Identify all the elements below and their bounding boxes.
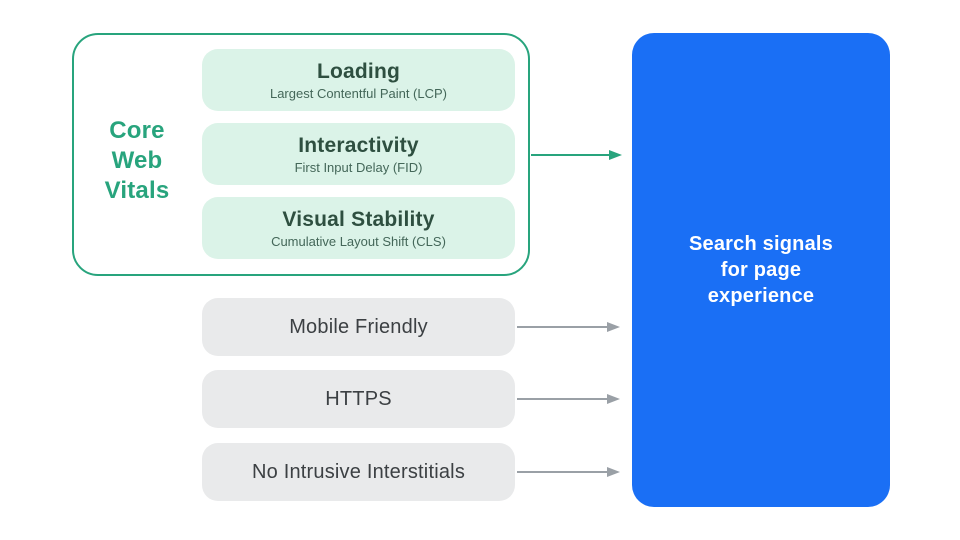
signal-label: No Intrusive Interstitials	[251, 460, 466, 483]
signal-label: HTTPS	[325, 387, 392, 410]
signal-card-mobile-friendly: Mobile Friendly	[202, 298, 515, 356]
signal-card-no-intrusive-interstitials: No Intrusive Interstitials	[202, 443, 515, 501]
vital-subtitle: Cumulative Layout Shift (CLS)	[271, 233, 446, 249]
core-web-vitals-label-line: Vitals	[104, 177, 170, 204]
signal-label: Mobile Friendly	[289, 315, 428, 338]
no-intrusive-interstitials-arrow	[517, 467, 620, 477]
vital-title: Loading	[316, 59, 401, 83]
vital-title: Interactivity	[298, 133, 419, 157]
vital-card-interactivity: Interactivity First Input Delay (FID)	[202, 123, 515, 185]
search-signals-label-line: for page	[720, 259, 802, 281]
search-signals-box: Search signals for page experience	[632, 33, 890, 507]
vital-card-loading: Loading Largest Contentful Paint (LCP)	[202, 49, 515, 111]
mobile-friendly-arrow	[517, 322, 620, 332]
vital-card-visual-stability: Visual Stability Cumulative Layout Shift…	[202, 197, 515, 259]
core-web-vitals-arrow	[531, 150, 622, 160]
signal-card-https: HTTPS	[202, 370, 515, 428]
vital-subtitle: Largest Contentful Paint (LCP)	[269, 85, 448, 101]
search-signals-label-line: experience	[707, 285, 815, 307]
core-web-vitals-label-line: Core	[109, 117, 165, 144]
search-signals-label: Search signals for page experience	[689, 231, 833, 309]
search-signals-label-line: Search signals	[689, 233, 833, 255]
core-web-vitals-group	[72, 33, 530, 276]
core-web-vitals-label: Core Web Vitals	[72, 116, 202, 206]
core-web-vitals-label-line: Web	[111, 147, 163, 174]
vital-subtitle: First Input Delay (FID)	[294, 159, 423, 175]
vital-title: Visual Stability	[282, 207, 435, 231]
https-arrow	[517, 394, 620, 404]
